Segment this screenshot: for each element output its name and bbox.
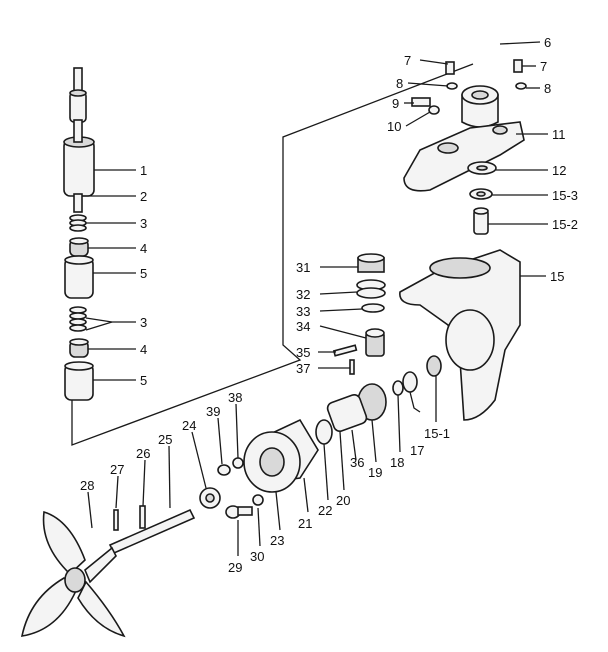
gear-31-part <box>357 253 385 273</box>
label-34: 34 <box>296 319 310 334</box>
label-26: 26 <box>136 446 150 461</box>
label-36: 36 <box>350 455 364 470</box>
label-2: 2 <box>140 189 147 204</box>
label-25: 25 <box>158 432 172 447</box>
pin-37-part <box>349 359 355 375</box>
label-39: 39 <box>206 404 220 419</box>
label-21: 21 <box>298 516 312 531</box>
label-1: 1 <box>140 163 147 178</box>
label-24: 24 <box>182 418 196 433</box>
propeller-28-part <box>20 510 126 638</box>
label-31: 31 <box>296 260 310 275</box>
gear-stack <box>332 253 386 375</box>
label-28: 28 <box>80 478 94 493</box>
bolt-29-part <box>225 505 253 519</box>
coupler-sleeve-part <box>63 119 95 197</box>
label-4-upper: 4 <box>140 241 147 256</box>
label-19: 19 <box>368 465 382 480</box>
label-18: 18 <box>390 455 404 470</box>
washer-30-part <box>252 494 264 506</box>
pin-part <box>73 193 83 213</box>
pin-35-part <box>332 344 358 357</box>
washer-24-part <box>199 487 221 509</box>
label-15-1: 15-1 <box>424 426 450 441</box>
label-20: 20 <box>336 493 350 508</box>
label-6: 6 <box>544 35 551 50</box>
label-22: 22 <box>318 503 332 518</box>
label-23: 23 <box>270 533 284 548</box>
drive-shaft-part <box>69 67 87 123</box>
label-30: 30 <box>250 549 264 564</box>
gearcase-part <box>399 249 521 421</box>
label-35: 35 <box>296 345 310 360</box>
pin-27-part <box>113 509 119 531</box>
label-38: 38 <box>228 390 242 405</box>
cap-part <box>461 85 499 128</box>
label-3-upper: 3 <box>140 216 147 231</box>
bracket-part <box>403 121 525 192</box>
label-8-left: 8 <box>396 76 403 91</box>
label-7-left: 7 <box>404 53 411 68</box>
assembly-outline <box>71 63 474 446</box>
flat-washer-part <box>467 161 497 175</box>
ring-33-part <box>361 303 385 313</box>
shaft-25-part <box>108 508 196 555</box>
seal-15-1-part <box>426 355 442 377</box>
label-17: 17 <box>410 443 424 458</box>
label-15-3: 15-3 <box>552 188 578 203</box>
label-27: 27 <box>110 462 124 477</box>
callout-labels: 1 2 3 4 5 3 4 5 6 7 7 8 8 9 10 11 12 15-… <box>80 35 578 575</box>
spring-lower-part <box>69 306 87 332</box>
label-15-2: 15-2 <box>552 217 578 232</box>
ring-18-part <box>392 380 404 396</box>
propeller-assembly <box>20 505 196 638</box>
drive-shaft-stack <box>63 67 95 401</box>
bearing-housing-23-part <box>243 431 301 493</box>
label-12: 12 <box>552 163 566 178</box>
pinion-34-part <box>365 328 385 357</box>
label-10: 10 <box>387 119 401 134</box>
sleeve-part <box>473 207 489 235</box>
label-5-lower: 5 <box>140 373 147 388</box>
label-33: 33 <box>296 304 310 319</box>
pin-26-part <box>139 505 146 529</box>
gear-32-part <box>356 279 386 299</box>
label-9: 9 <box>392 96 399 111</box>
upper-clamp-assembly <box>403 59 527 235</box>
seal-lower-part <box>69 338 89 358</box>
label-29: 29 <box>228 560 242 575</box>
label-8-right: 8 <box>544 81 551 96</box>
spring-upper-part <box>69 214 87 232</box>
label-32: 32 <box>296 287 310 302</box>
label-37: 37 <box>296 361 310 376</box>
seal-17-part <box>402 371 418 393</box>
label-4-lower: 4 <box>140 342 147 357</box>
leader-lines <box>82 41 548 556</box>
housing-lower-part <box>64 361 94 401</box>
label-5-upper: 5 <box>140 266 147 281</box>
label-3-lower: 3 <box>140 315 147 330</box>
label-15: 15 <box>550 269 564 284</box>
screw-39-part <box>217 464 231 476</box>
label-7-right: 7 <box>540 59 547 74</box>
seal-upper-part <box>69 237 89 257</box>
propeller-shaft-components <box>199 355 442 519</box>
housing-upper-part <box>64 255 94 299</box>
washer-38-part <box>232 457 244 469</box>
label-11: 11 <box>552 127 566 142</box>
shim-22-part <box>315 419 333 445</box>
ring-part <box>469 188 493 200</box>
clutch-20-part <box>326 393 368 433</box>
